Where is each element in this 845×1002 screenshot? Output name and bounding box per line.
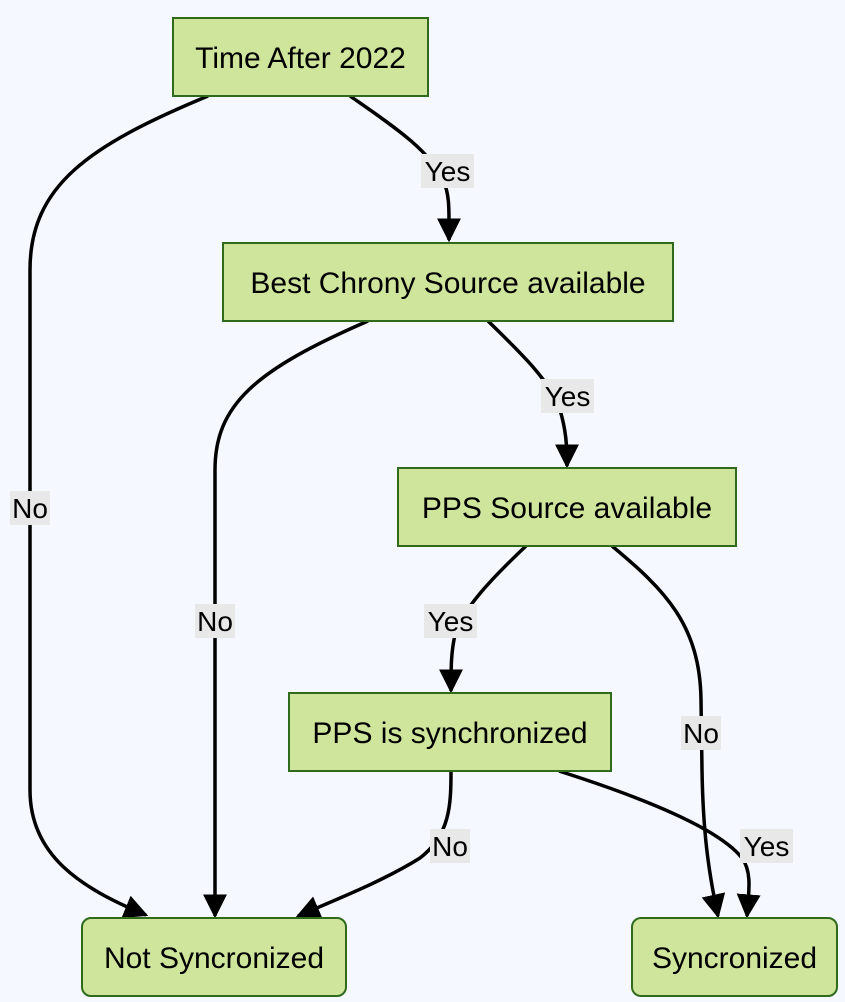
node-pps-is-synchronized-label: PPS is synchronized [312, 717, 587, 750]
node-time-after-2022-label: Time After 2022 [195, 42, 406, 75]
edge-label-time-yes: Yes [421, 154, 474, 188]
edge-label-chrony-no: No [195, 604, 235, 638]
node-synchronized-label: Syncronized [652, 942, 817, 975]
edge-label-pps-avail-yes: Yes [424, 604, 477, 638]
edge-label-chrony-no-text: No [197, 606, 233, 637]
edge-label-time-no: No [10, 491, 50, 525]
node-time-after-2022: Time After 2022 [172, 17, 429, 97]
node-best-chrony-source-label: Best Chrony Source available [250, 267, 645, 300]
edge-label-time-yes-text: Yes [425, 156, 471, 187]
edge-label-pps-avail-yes-text: Yes [428, 606, 474, 637]
edge-label-pps-sync-no: No [430, 829, 470, 863]
edge-pps-sync-no [295, 770, 453, 919]
edge-label-chrony-yes-text: Yes [545, 381, 591, 412]
edge-time-no [28, 94, 209, 918]
node-pps-source-available: PPS Source available [397, 467, 737, 547]
edge-pps-sync-yes [558, 769, 761, 919]
node-pps-is-synchronized: PPS is synchronized [288, 692, 612, 772]
edge-label-pps-sync-yes-text: Yes [744, 831, 790, 862]
edge-label-pps-sync-yes: Yes [740, 829, 793, 863]
node-pps-source-available-label: PPS Source available [422, 492, 712, 525]
edge-label-time-no-text: No [12, 493, 48, 524]
node-synchronized: Syncronized [631, 917, 838, 997]
node-best-chrony-source: Best Chrony Source available [222, 242, 674, 322]
edge-label-pps-avail-no-text: No [683, 718, 719, 749]
node-not-synchronized-label: Not Syncronized [104, 942, 324, 975]
edge-label-pps-sync-no-text: No [432, 831, 468, 862]
edge-label-chrony-yes: Yes [541, 379, 594, 413]
node-not-synchronized: Not Syncronized [81, 917, 347, 997]
edge-chrony-no [203, 319, 369, 919]
edge-pps-avail-no [610, 544, 726, 919]
edge-label-pps-avail-no: No [681, 716, 721, 750]
